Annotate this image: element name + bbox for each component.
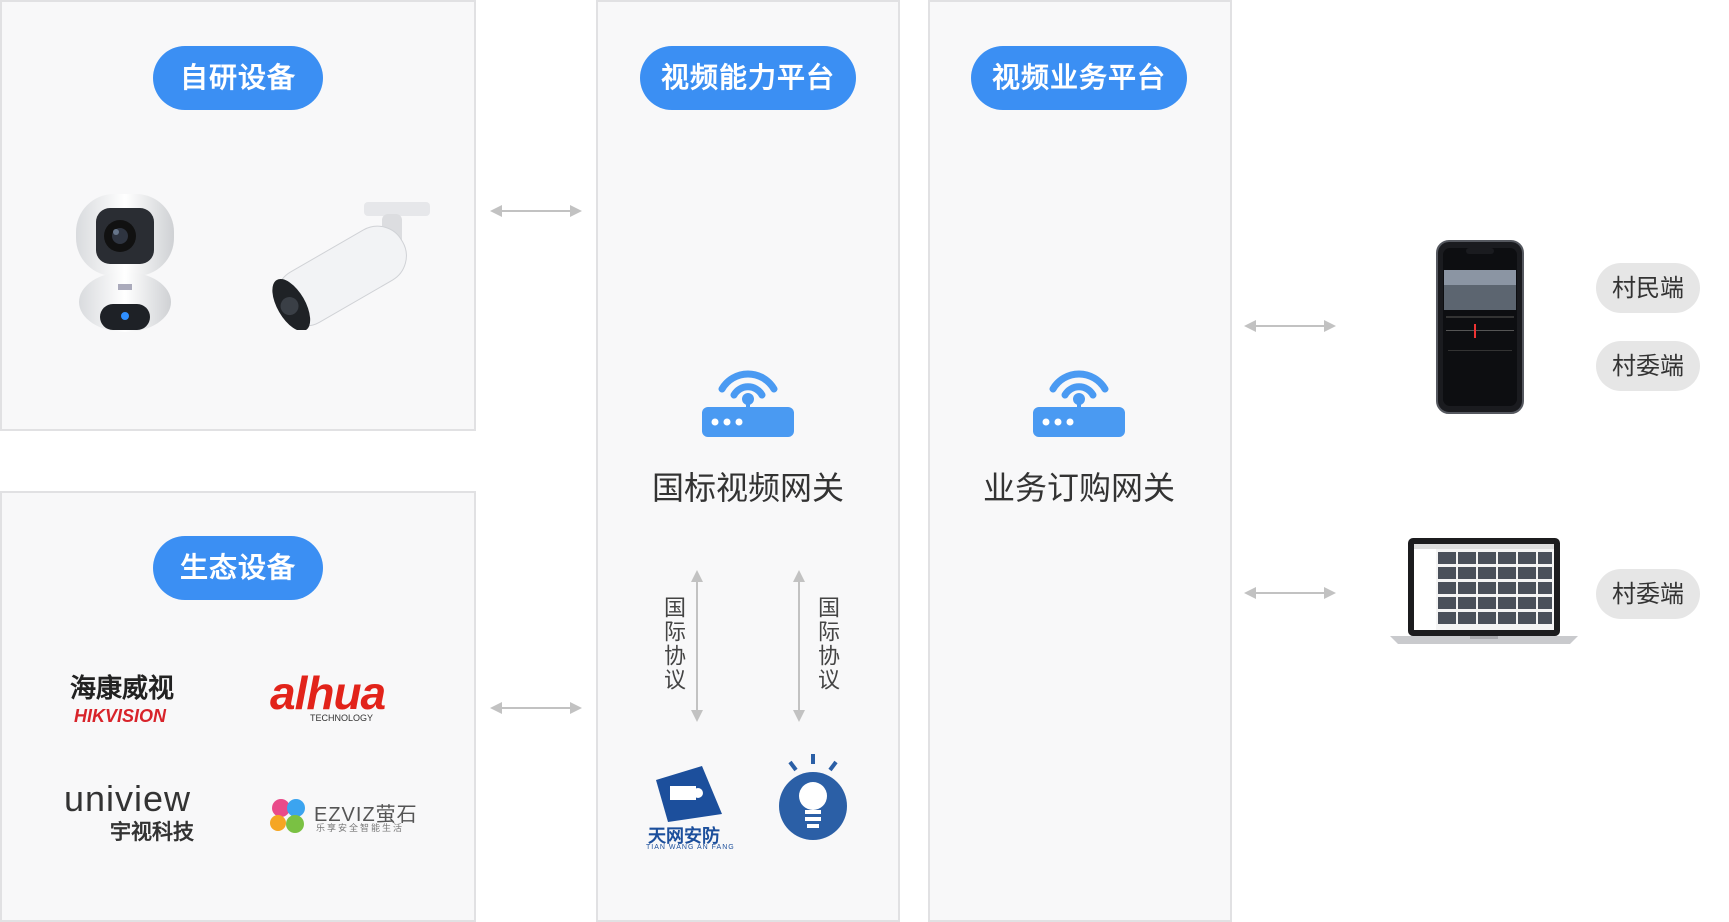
business-platform-panel [928,0,1232,922]
village-committee-client-badge: 村委端 [1596,341,1700,391]
hikvision-cn-logo: 海康威视 [70,673,175,703]
ezviz-sub-logo: 乐享安全智能生活 [316,823,405,833]
camera-icon [76,194,174,332]
laptop-icon [1390,538,1578,644]
uniview-cn-logo: 宇视科技 [110,821,194,844]
self-devices-title: 自研设备 [153,46,323,110]
capability-platform-title: 视频能力平台 [640,46,856,110]
arrow-icon [1244,587,1336,599]
router-icon-business [1033,370,1125,437]
business-subscription-gateway-label: 业务订购网关 [982,469,1175,507]
dahua-sub-logo: TECHNOLOGY [310,713,374,723]
ezviz-icon [270,799,305,833]
protocol-left-label: 国际协议 [660,596,685,692]
lightbulb-logo-icon [779,754,847,840]
dahua-logo: alhua [270,667,386,719]
arrow-icon [1244,320,1336,332]
protocol-right-arrow [793,570,805,722]
business-platform-title: 视频业务平台 [971,46,1187,110]
arrow-icon [490,205,582,217]
arrow-icon [490,702,582,714]
villager-client-badge: 村民端 [1596,263,1700,313]
phone-icon [1436,240,1524,414]
bullet-camera-icon [272,202,430,330]
protocol-right-label: 国际协议 [814,596,839,692]
ezviz-logo: EZVIZ萤石 [314,804,418,826]
capability-platform-panel [596,0,900,922]
router-icon [702,370,794,437]
hikvision-en-logo: HIKVISION [74,706,167,726]
village-committee-pc-badge: 村委端 [1596,569,1700,619]
protocol-left-arrow [691,570,703,722]
uniview-logo: uniview [64,778,192,819]
eco-devices-title: 生态设备 [153,536,323,600]
tianwang-icon [656,766,722,822]
tianwang-cn-logo: 天网安防 [648,826,720,846]
gb-video-gateway-label: 国标视频网关 [651,469,844,507]
tianwang-en-logo: TIAN WANG AN FANG [646,844,735,851]
